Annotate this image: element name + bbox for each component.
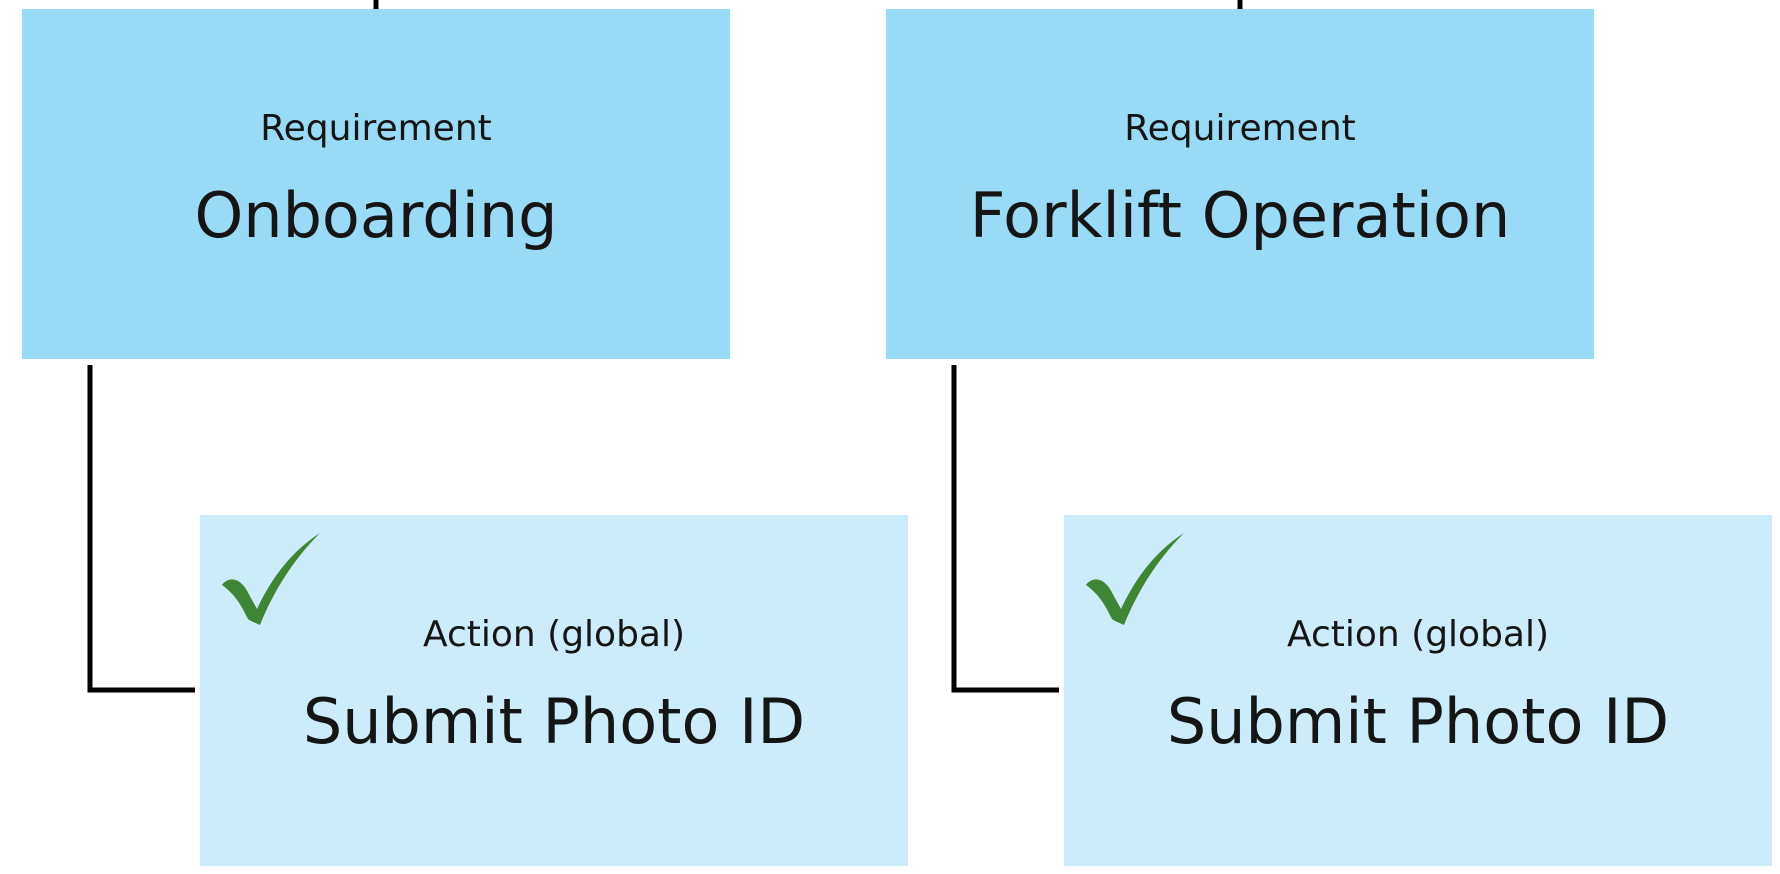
action-kind-label: Action (global) — [1286, 614, 1550, 655]
elbow-connector-left — [87, 365, 195, 693]
action-name: Submit Photo ID — [302, 685, 806, 758]
checkmark-icon — [222, 533, 320, 625]
requirement-kind-label: Requirement — [1124, 108, 1356, 149]
requirement-box-onboarding[interactable]: Requirement Onboarding — [22, 9, 730, 359]
requirement-name: Onboarding — [194, 179, 558, 252]
action-box-submit-photo-id-onboarding[interactable]: Action (global) Submit Photo ID — [200, 515, 908, 866]
requirement-box-forklift-operation[interactable]: Requirement Forklift Operation — [886, 9, 1594, 359]
action-kind-label: Action (global) — [422, 614, 686, 655]
action-box-submit-photo-id-forklift[interactable]: Action (global) Submit Photo ID — [1064, 515, 1772, 866]
requirement-kind-label: Requirement — [260, 108, 492, 149]
checkmark-icon — [1086, 533, 1184, 625]
requirement-name: Forklift Operation — [969, 179, 1511, 252]
action-name: Submit Photo ID — [1166, 685, 1670, 758]
elbow-connector-right — [951, 365, 1059, 693]
